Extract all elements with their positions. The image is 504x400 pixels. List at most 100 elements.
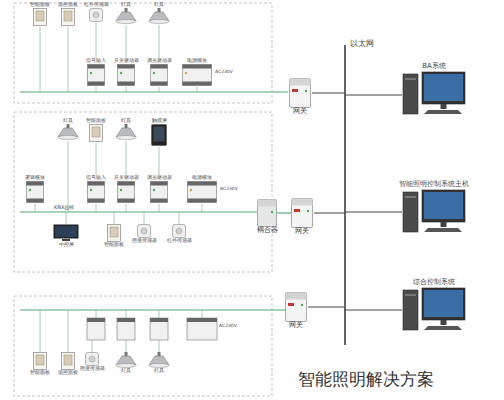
brand-mark (288, 303, 294, 306)
monitor-body (422, 190, 465, 222)
node-label: 灯具 (154, 368, 164, 374)
node-label: 智能面板 (86, 118, 106, 124)
module-icon (87, 181, 105, 203)
keyboard (424, 228, 462, 232)
module-node: 开关驱动器 (112, 175, 140, 203)
status-led (120, 72, 122, 74)
monitor-screen (424, 74, 463, 101)
terminal-strip (118, 181, 135, 185)
node-label: 温控面板 (58, 2, 78, 8)
node-label: 开关驱动器 (114, 58, 139, 64)
screen-glass (154, 126, 165, 141)
drop-wire (159, 87, 160, 92)
terminal-strip (188, 181, 217, 185)
node-label: 调光驱动器 (147, 58, 172, 64)
drop-wire (40, 27, 41, 92)
lamp-glass (116, 364, 136, 368)
status-led (90, 189, 92, 191)
node-label: BA系统 (422, 62, 446, 70)
panel-node: 智能面板 (26, 2, 54, 26)
panel-keys (64, 355, 72, 365)
module-node: 调光驱动器 (145, 175, 173, 203)
ethernet-link (308, 307, 345, 308)
node-label: 灯具 (121, 118, 131, 124)
drop-wire (68, 27, 69, 92)
node-label: 触摸屏 (152, 118, 167, 124)
node-label: 灯具 (63, 118, 73, 124)
terminal-strip (183, 64, 212, 68)
monitor-screen (424, 192, 463, 219)
node-label: 电源模块 (192, 175, 212, 181)
lamp-node: 灯具 (145, 352, 173, 374)
lamp-node: 灯具 (112, 2, 140, 24)
drop-wire (66, 212, 67, 224)
power-node: 电源模块 (185, 175, 219, 203)
terminal-strip (151, 81, 168, 85)
node-label: 开关驱动器 (114, 175, 139, 181)
tier-frame (14, 112, 272, 272)
terminal-strip (118, 198, 135, 202)
node-label: 电源模块 (187, 58, 207, 64)
monitor-stand (441, 320, 447, 325)
drop-wire (96, 143, 97, 175)
lamp-icon (115, 8, 137, 24)
coupler-icon (257, 199, 277, 227)
status-led (120, 189, 122, 191)
node-label: 耦合器 (257, 227, 278, 234)
panel-keys (110, 227, 118, 237)
din-module-row (87, 318, 217, 340)
lamp-icon (115, 352, 137, 368)
sensor-body (86, 353, 99, 366)
node-label: 信号输入 (86, 58, 106, 64)
gateway-icon (291, 198, 313, 228)
tier-frame (14, 296, 272, 396)
brand-mark (292, 89, 298, 92)
node-label: 照度传感器 (80, 366, 105, 372)
panel-icon (89, 124, 103, 142)
module-body (27, 181, 44, 202)
power-icon (187, 181, 217, 203)
power-module (187, 318, 217, 340)
terminal-strip (117, 318, 135, 322)
gateway-icon (289, 78, 311, 108)
module-body (151, 181, 168, 202)
module-body (151, 64, 168, 85)
panel-node: 智能面板 (82, 118, 110, 142)
lamp-node: 灯具 (145, 2, 173, 24)
terminal-strip (27, 181, 44, 185)
lamp-icon (57, 124, 79, 140)
lamp-glass (58, 135, 78, 139)
tv-stand (62, 239, 70, 241)
status-led (305, 90, 307, 92)
node-label: 照度传感器 (132, 238, 157, 244)
module-node: 信号输入 (82, 175, 110, 203)
computer-node: 智能照明控制系统主机 (392, 180, 476, 234)
terminal-strip (188, 198, 217, 202)
drop-wire (144, 212, 145, 224)
sensor-eye (93, 12, 99, 18)
module-icon (117, 64, 135, 86)
device-cap (258, 200, 277, 207)
drop-wire (126, 204, 127, 212)
gateway-icon (285, 292, 307, 322)
din-module (87, 318, 105, 340)
lamp-glass (149, 364, 169, 368)
terminal-strip (88, 81, 105, 85)
sensor-body (90, 8, 103, 21)
status-led (190, 189, 192, 191)
drop-wire (126, 310, 127, 318)
module-body (183, 64, 212, 85)
tv-glass (55, 226, 77, 237)
computer-node: BA系统 (392, 62, 476, 116)
bus-label: KNX总线 (54, 205, 74, 211)
bus-label: AC230V (220, 187, 238, 192)
node-label: 智能照明控制系统主机 (399, 180, 469, 188)
node-label: 调光驱动器 (147, 175, 172, 181)
node-label: 红外传感器 (84, 2, 109, 8)
node-label: 中控屏 (59, 242, 74, 248)
panel-keys (92, 127, 100, 137)
drop-wire (159, 340, 160, 352)
sensor-eye (89, 356, 95, 362)
tv-icon (53, 224, 79, 242)
panel-icon (33, 8, 47, 26)
